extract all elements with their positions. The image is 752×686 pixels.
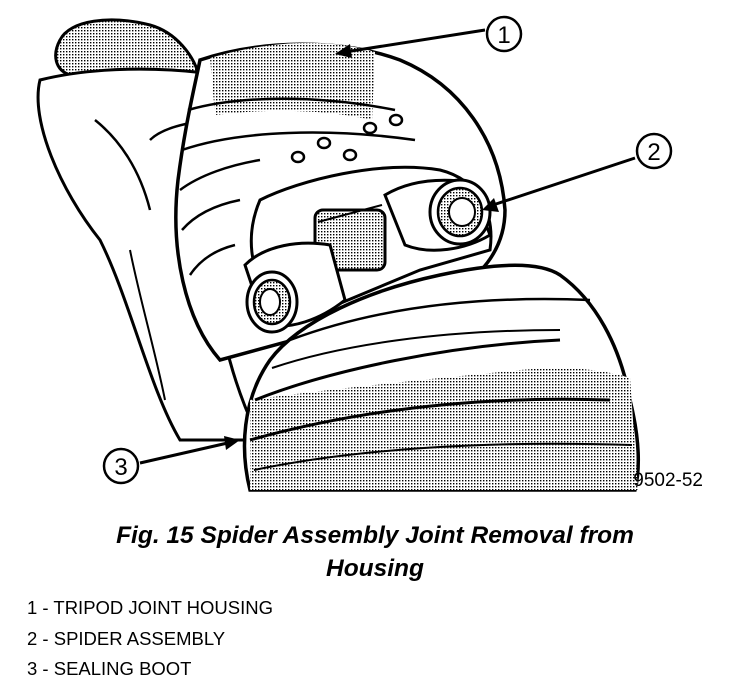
callout-1-number: 1 [497, 22, 510, 49]
callout-2-number: 2 [647, 139, 660, 166]
callout-2: 2 [482, 132, 673, 212]
sealing-boot [242, 263, 641, 492]
spider-assembly [243, 178, 492, 334]
legend-item: 2 - SPIDER ASSEMBLY [27, 627, 226, 649]
legend-item: 1 - TRIPOD JOINT HOUSING [27, 597, 274, 618]
callout-3-number: 3 [114, 454, 127, 481]
spider-joint-illustration: 1 2 3 9502-52 [36, 15, 703, 492]
caption-line-1: Fig. 15 Spider Assembly Joint Removal fr… [116, 522, 634, 549]
figure-id: 9502-52 [633, 470, 703, 491]
figure-caption: Fig. 15 Spider Assembly Joint Removal fr… [30, 519, 720, 585]
callout-3: 3 [102, 436, 240, 485]
caption-line-2: Housing [326, 555, 424, 582]
legend-item: 3 - SEALING BOOT [27, 658, 192, 679]
callout-1: 1 [335, 15, 523, 58]
parts-legend: 1 - TRIPOD JOINT HOUSING 2 - SPIDER ASSE… [27, 593, 273, 685]
